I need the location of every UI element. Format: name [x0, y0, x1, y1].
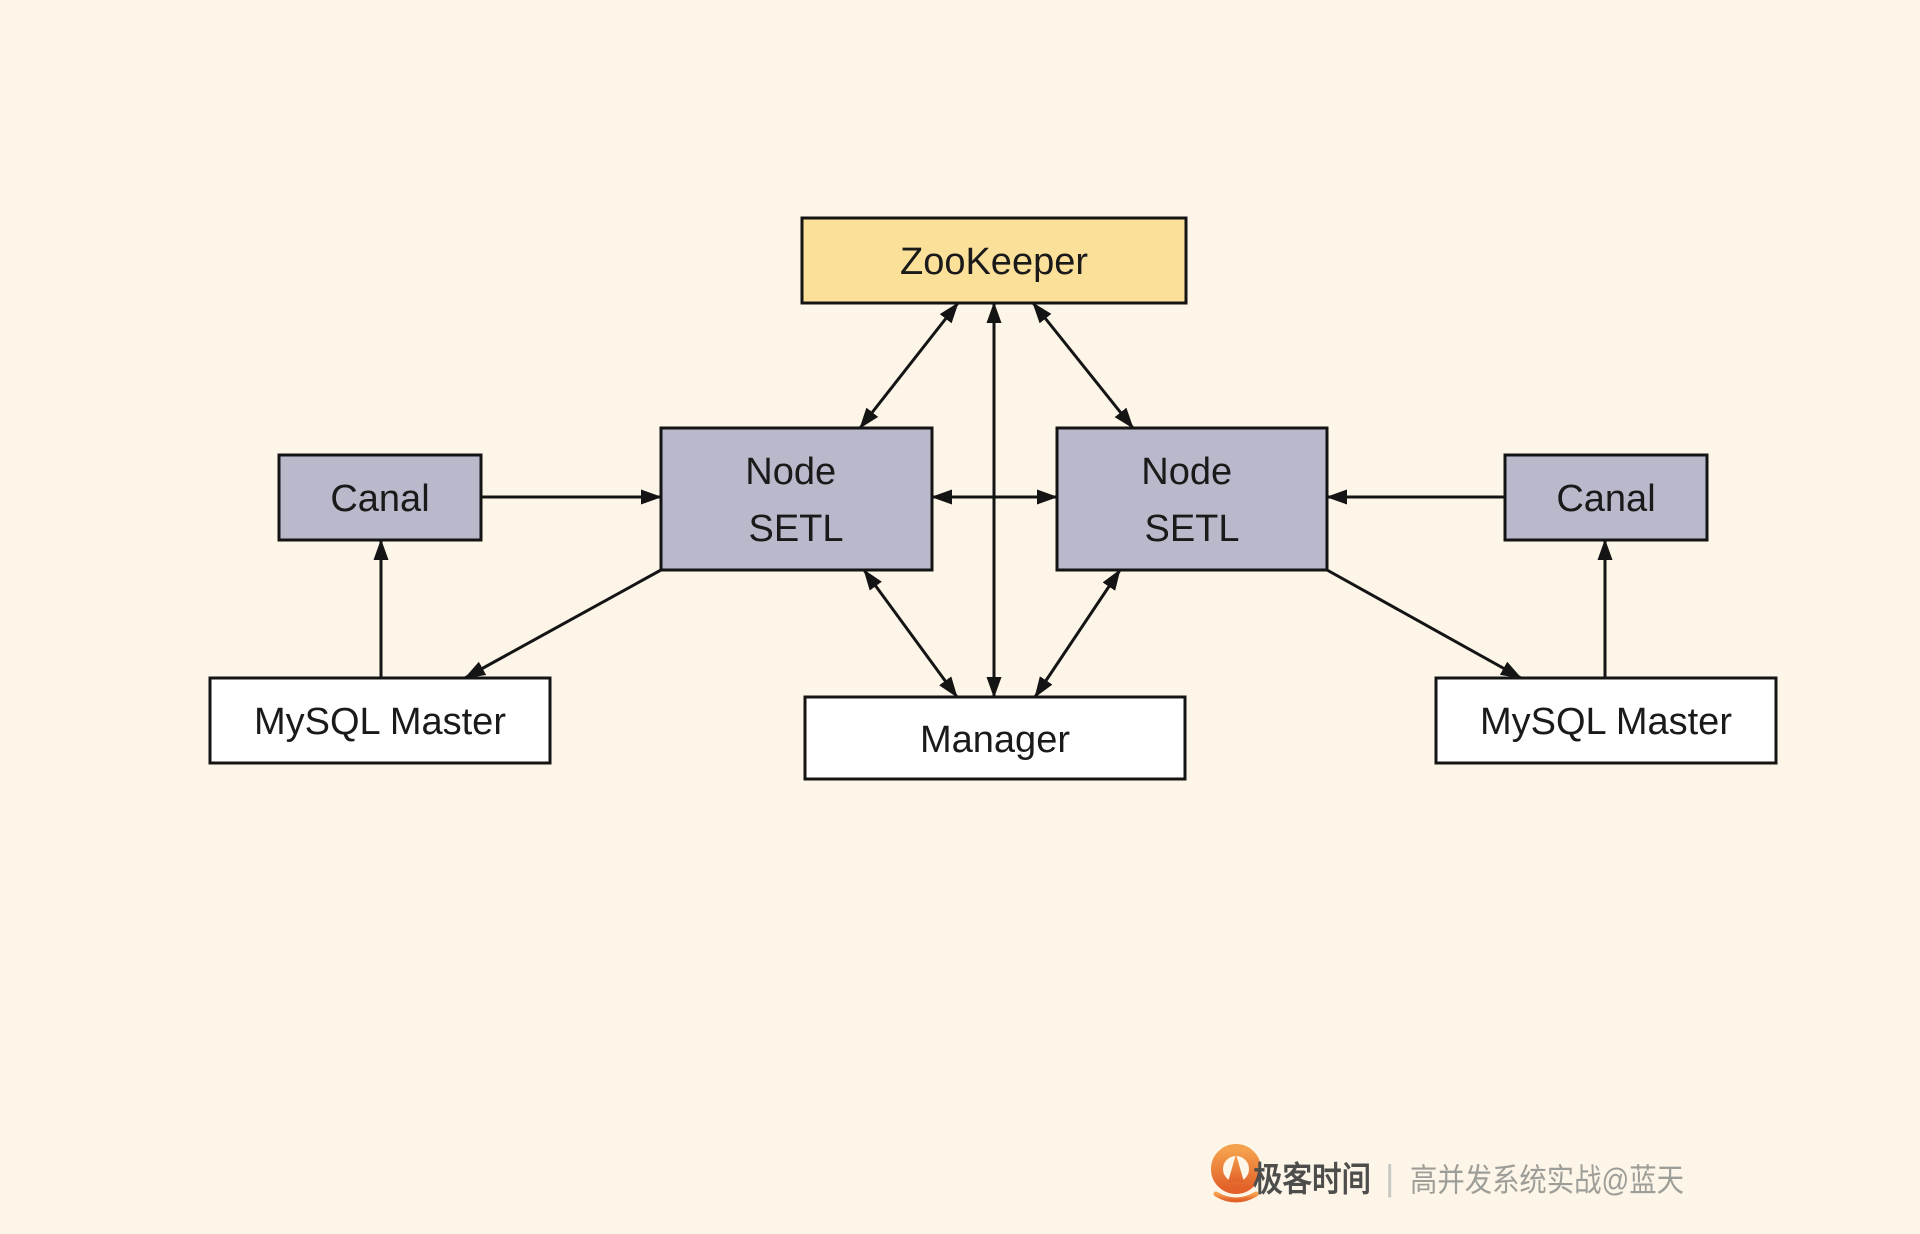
node-manager: Manager: [803, 695, 1187, 781]
node-setl-right-label-line2: SETL: [1144, 508, 1239, 550]
zookeeper-label: ZooKeeper: [900, 241, 1088, 283]
geektime-logo-smile: [1213, 1191, 1259, 1203]
node-canal-right: Canal: [1503, 453, 1709, 542]
node-setl-right-box: [1055, 426, 1329, 572]
geektime-logo-ring: [1211, 1144, 1261, 1194]
watermark-separator: |: [1385, 1157, 1394, 1198]
mysql-master-right-box: [1434, 676, 1778, 765]
edges-layer: [373, 302, 1613, 698]
edge-node-setl-left-manager: [862, 569, 959, 698]
edge-zookeeper-node-setl-right: [1031, 302, 1135, 429]
watermark-caption-text: 高并发系统实战@蓝天: [1410, 1162, 1684, 1198]
node-setl-right: Node SETL: [1055, 426, 1329, 572]
edge-node-setl-right-manager: [1033, 569, 1122, 698]
manager-label: Manager: [920, 719, 1070, 761]
zookeeper-box: [800, 216, 1188, 305]
node-setl-left-label-line2: SETL: [748, 508, 843, 550]
edge-node-setl-right-mysql-master-right: [1326, 568, 1522, 680]
canal-left-box: [277, 453, 483, 542]
mysql-master-left-label: MySQL Master: [254, 701, 506, 743]
mysql-master-left-box: [208, 676, 552, 765]
canal-right-box: [1503, 453, 1709, 542]
watermark-brand-text: 极客时间: [1253, 1160, 1371, 1199]
geektime-logo-icon: [1211, 1144, 1261, 1203]
mysql-master-right-label: MySQL Master: [1480, 701, 1732, 743]
watermark: 极客时间 | 高并发系统实战@蓝天: [1211, 1144, 1684, 1203]
node-setl-left-label: Node SETL: [745, 451, 846, 550]
node-setl-left-box: [659, 426, 934, 572]
node-setl-left: Node SETL: [659, 426, 934, 572]
node-mysql-master-left: MySQL Master: [208, 676, 552, 765]
manager-box: [803, 695, 1187, 781]
canal-left-label: Canal: [330, 478, 429, 520]
geektime-logo-needle: [1228, 1154, 1244, 1182]
edge-zookeeper-node-setl-left: [858, 302, 960, 429]
node-setl-right-label-line1: Node: [1141, 451, 1232, 493]
node-setl-left-label-line1: Node: [745, 451, 836, 493]
edge-node-setl-left-mysql-master-left: [464, 568, 662, 680]
node-zookeeper: ZooKeeper: [800, 216, 1188, 305]
node-setl-right-label: Node SETL: [1141, 451, 1242, 550]
canal-right-label: Canal: [1556, 478, 1655, 520]
node-mysql-master-right: MySQL Master: [1434, 676, 1778, 765]
node-canal-left: Canal: [277, 453, 483, 542]
